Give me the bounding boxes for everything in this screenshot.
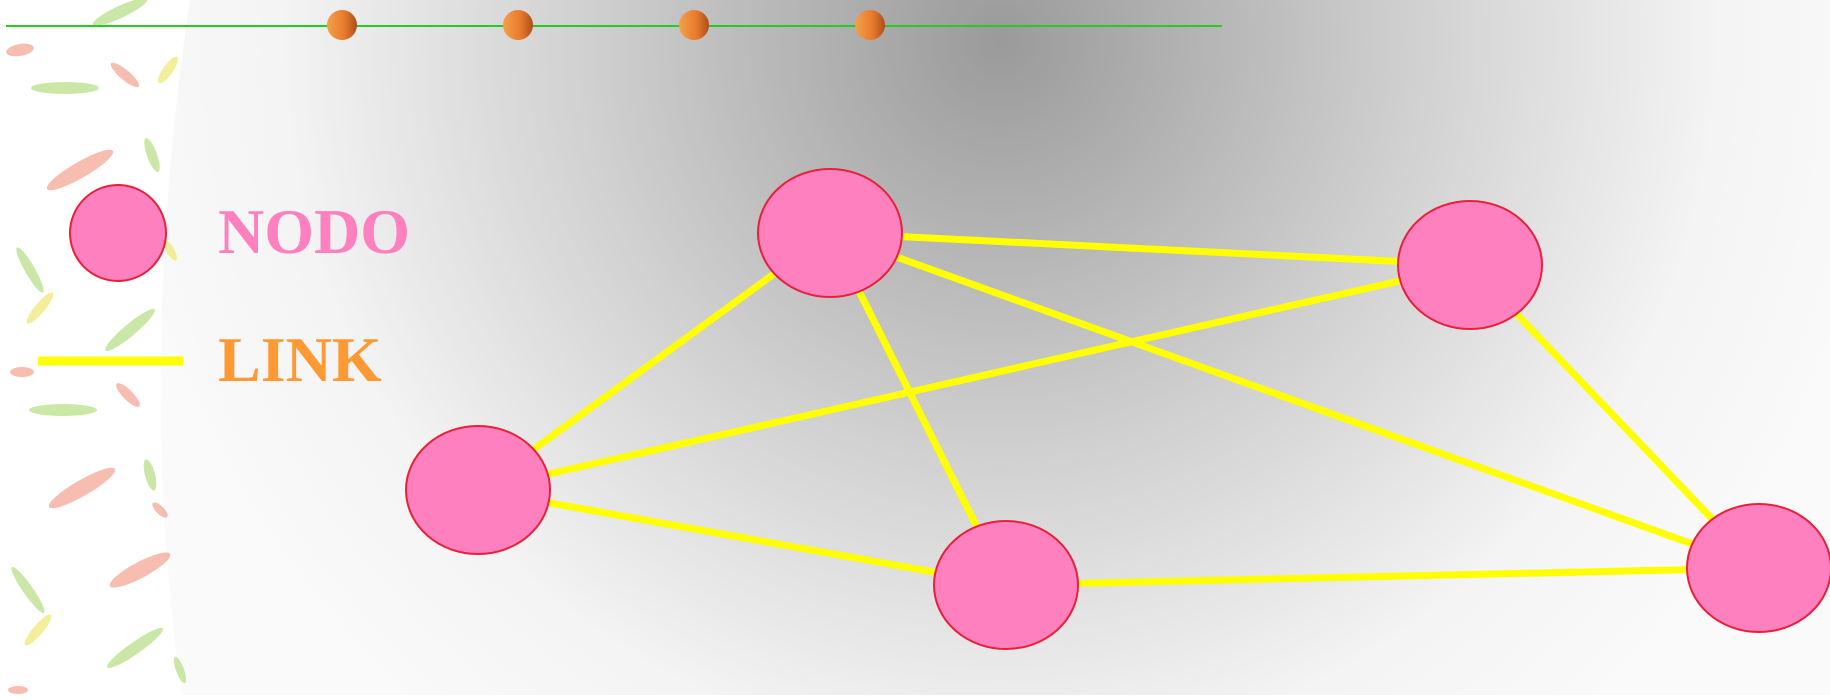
- link-n2-n3: [477, 261, 1471, 494]
- legend-node-label: NODO: [218, 196, 410, 267]
- link-n3-n4: [477, 486, 1007, 589]
- link-n1-n3: [475, 230, 833, 493]
- rule-dot: [855, 10, 885, 40]
- link-n2-n6: [1467, 262, 1762, 571]
- node-n2: [1397, 200, 1543, 330]
- top-rule: [6, 10, 1222, 40]
- decorative-border: [0, 0, 190, 695]
- rule-dot: [679, 10, 709, 40]
- legend-link-label: LINK: [218, 324, 382, 395]
- node-n6: [1686, 503, 1830, 633]
- nodes-layer: [405, 168, 1830, 650]
- link-n4-n6: [1005, 564, 1760, 589]
- rule-dot: [327, 10, 357, 40]
- node-n1: [757, 168, 903, 298]
- node-n3: [405, 425, 551, 555]
- legend-node-symbol: [69, 184, 167, 282]
- link-n1-n6: [828, 229, 1761, 572]
- rule-dot: [503, 10, 533, 40]
- link-n1-n2: [829, 229, 1471, 269]
- node-n4: [933, 520, 1079, 650]
